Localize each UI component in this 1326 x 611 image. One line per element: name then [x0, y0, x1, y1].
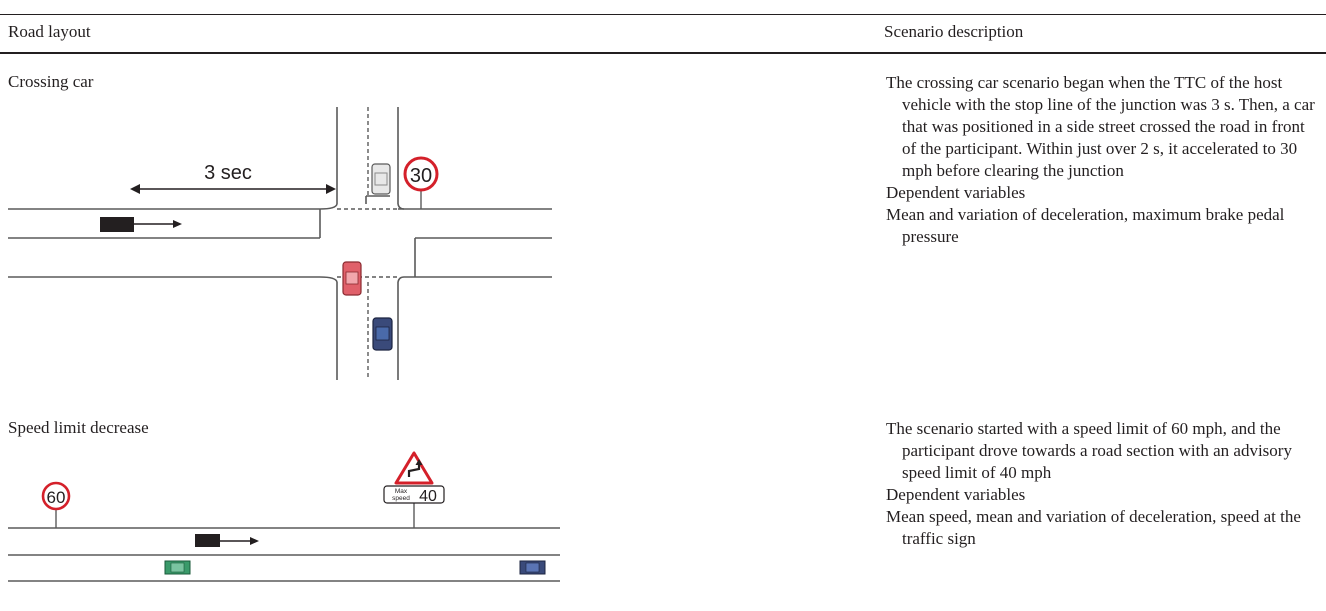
oncoming-car	[372, 317, 393, 351]
description-crossing-car: The crossing car scenario began when the…	[886, 72, 1318, 248]
row-title-speed-limit-decrease: Speed limit decrease	[8, 418, 149, 437]
max-speed-small-1: Max	[395, 488, 408, 495]
header-road-layout: Road layout	[8, 22, 91, 41]
dependent-variables-values: Mean speed, mean and variation of decele…	[886, 507, 1301, 548]
speed-sign-value: 60	[47, 488, 66, 507]
three-second-arrow: 3 sec	[130, 162, 336, 194]
host-car	[100, 217, 182, 232]
header-scenario-description: Scenario description	[884, 22, 1024, 41]
speed-limit-sign-30: 30	[403, 156, 439, 209]
scenario-text: The scenario started with a speed limit …	[886, 419, 1292, 482]
max-speed-small-2: speed	[392, 495, 410, 502]
dependent-variables-label: Dependent variables	[886, 485, 1026, 504]
blue-car	[519, 560, 546, 575]
speed-sign-value: 30	[410, 165, 432, 187]
description-speed-limit-decrease: The scenario started with a speed limit …	[886, 418, 1318, 550]
dependent-variables-label: Dependent variables	[886, 183, 1026, 202]
scenario-text: The crossing car scenario began when the…	[886, 73, 1315, 180]
row-title-crossing-car: Crossing car	[8, 72, 94, 91]
bend-warning-icon	[394, 451, 434, 485]
dependent-variables-values: Mean and variation of deceleration, maxi…	[886, 205, 1285, 246]
host-car	[195, 534, 259, 547]
time-label: 3 sec	[204, 162, 252, 184]
table-top-rule	[0, 14, 1326, 15]
speed-limit-diagram: 60 Max speed 40	[8, 451, 560, 582]
max-speed-value: 40	[419, 488, 437, 505]
table-header-rule	[0, 52, 1326, 54]
advisory-speed-sign: Max speed 40	[383, 451, 445, 528]
waiting-car	[371, 163, 391, 195]
crossing-car-diagram: 3 sec 30	[8, 107, 552, 380]
green-car	[164, 560, 191, 575]
crossing-car	[342, 261, 362, 296]
speed-limit-sign-60: 60	[41, 481, 71, 528]
